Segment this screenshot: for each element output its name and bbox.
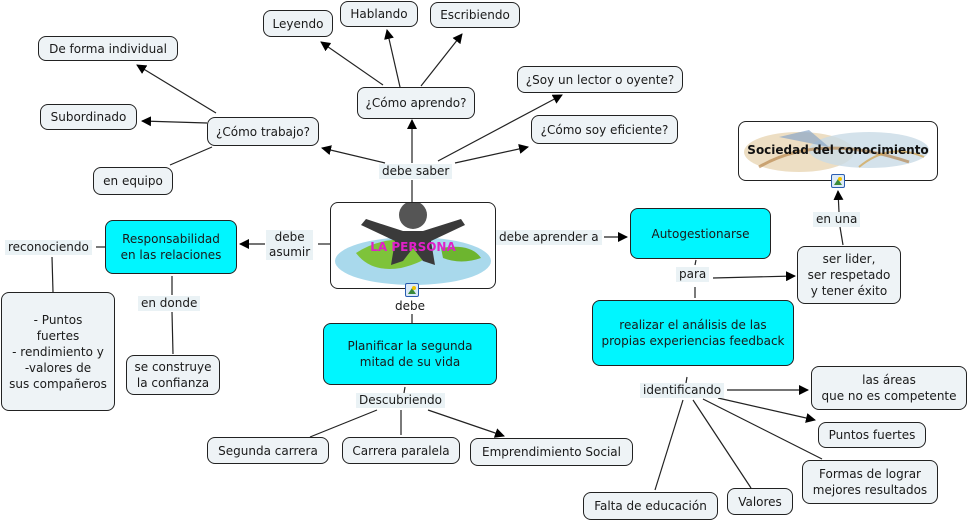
node-valores[interactable]: Valores	[727, 488, 793, 515]
edge	[309, 409, 378, 438]
node-text: realizar el análisis de las propias expe…	[601, 318, 785, 348]
edge	[702, 398, 823, 460]
link-label-debe-saber: debe saber	[379, 164, 453, 179]
sociedad-title: Sociedad del conocimiento	[747, 143, 929, 157]
node-text: Formas de lograr mejores resultados	[812, 467, 928, 497]
edge	[833, 190, 844, 213]
link-label-debe-aprender-a: debe aprender a	[496, 230, 602, 245]
node-como-trabajo[interactable]: ¿Cómo trabajo?	[207, 117, 319, 146]
edge	[171, 311, 174, 355]
link-label-debe-asumir: debe asumir	[266, 230, 314, 260]
node-falta-educacion[interactable]: Falta de educación	[583, 492, 718, 520]
node-text: ¿Soy un lector o oyente?	[525, 72, 675, 87]
node-se-construye[interactable]: se construye la confianza	[126, 355, 220, 395]
node-soy-lector[interactable]: ¿Soy un lector o oyente?	[517, 66, 683, 93]
node-text: Falta de educación	[594, 499, 707, 513]
node-de-forma-individual[interactable]: De forma individual	[38, 36, 178, 61]
node-puntos-fuertes[interactable]: Puntos fuertes	[818, 422, 926, 448]
edge	[692, 399, 752, 489]
node-text: Puntos fuertes	[828, 428, 916, 442]
node-text: Carrera paralela	[352, 443, 450, 458]
node-text: ¿Cómo aprendo?	[365, 96, 467, 110]
link-label-identificando: identificando	[640, 383, 725, 398]
node-planificar[interactable]: Planificar la segunda mitad de su vida	[323, 323, 497, 385]
node-text: ¿Cómo soy eficiente?	[540, 122, 669, 137]
la-persona-node[interactable]: LA PERSONA	[330, 202, 496, 289]
link-label-para: para	[676, 267, 710, 282]
node-leyendo[interactable]: Leyendo	[263, 10, 333, 37]
node-puntos-fuertes-list[interactable]: - Puntos fuertes - rendimiento y -valore…	[1, 292, 115, 411]
node-ser-lider[interactable]: ser lider, ser respetado y tener éxito	[797, 246, 901, 304]
node-text: ¿Cómo trabajo?	[216, 124, 310, 139]
edge	[654, 399, 684, 491]
node-text: Valores	[738, 494, 782, 509]
edge	[384, 29, 401, 88]
node-como-aprendo[interactable]: ¿Cómo aprendo?	[357, 87, 475, 119]
edge	[839, 226, 844, 246]
central-concept-title: LA PERSONA	[370, 240, 456, 254]
node-subordinado[interactable]: Subordinado	[40, 104, 137, 130]
node-en-equipo[interactable]: en equipo	[93, 167, 173, 195]
persona-globe-image	[335, 203, 491, 285]
edge	[51, 256, 54, 293]
node-como-soy-eficiente[interactable]: ¿Cómo soy eficiente?	[531, 115, 678, 144]
node-text: Segunda carrera	[218, 443, 318, 458]
image-icon[interactable]	[405, 283, 419, 297]
edge	[685, 376, 688, 384]
node-text: Responsabilidad en las relaciones	[120, 232, 222, 262]
edge	[420, 33, 463, 87]
node-responsabilidad[interactable]: Responsabilidad en las relaciones	[105, 220, 237, 274]
node-text: se construye la confianza	[134, 360, 212, 390]
edge	[712, 271, 796, 282]
sociedad-conocimiento-node[interactable]: Sociedad del conocimiento	[738, 121, 938, 181]
edge	[694, 259, 697, 266]
edge	[169, 146, 213, 166]
node-text: ser lider, ser respetado y tener éxito	[807, 252, 891, 298]
node-text: Subordinado	[50, 110, 127, 124]
edge	[427, 409, 505, 438]
node-hablando[interactable]: Hablando	[340, 1, 418, 27]
node-emprendimiento[interactable]: Emprendimiento Social	[470, 438, 633, 466]
edge	[437, 94, 563, 162]
node-text: Emprendimiento Social	[482, 445, 621, 459]
edge	[321, 145, 386, 164]
link-label-debe: debe	[395, 299, 425, 313]
node-text: - Puntos fuertes - rendimiento y -valore…	[9, 312, 107, 391]
node-text: Autogestionarse	[651, 226, 750, 241]
node-text: Planificar la segunda mitad de su vida	[347, 339, 473, 369]
node-text: De forma individual	[49, 41, 167, 56]
node-realizar-analisis[interactable]: realizar el análisis de las propias expe…	[592, 300, 794, 366]
link-label-reconociendo: reconociendo	[5, 240, 92, 255]
edge	[320, 41, 384, 86]
node-text: Escribiendo	[440, 8, 510, 22]
node-escribiendo[interactable]: Escribiendo	[430, 2, 520, 28]
node-autogestionarse[interactable]: Autogestionarse	[630, 208, 771, 259]
edge	[717, 397, 816, 423]
sociedad-artwork-image	[744, 130, 929, 172]
node-text: Leyendo	[272, 16, 324, 31]
link-label-en-una: en una	[813, 212, 861, 227]
image-icon[interactable]	[831, 174, 845, 188]
edge	[454, 144, 529, 164]
node-areas[interactable]: las áreas que no es competente	[811, 366, 967, 410]
node-text: en equipo	[103, 174, 163, 188]
edge	[403, 386, 406, 394]
link-label-descubriendo: Descubriendo	[356, 393, 445, 408]
edge	[136, 64, 217, 114]
node-formas[interactable]: Formas de lograr mejores resultados	[802, 460, 938, 504]
link-label-en-donde: en donde	[138, 296, 201, 311]
node-text: Hablando	[350, 7, 408, 21]
node-text: las áreas que no es competente	[821, 373, 957, 403]
node-carrera-paralela[interactable]: Carrera paralela	[342, 437, 460, 464]
edge	[141, 116, 208, 127]
node-segunda-carrera[interactable]: Segunda carrera	[207, 437, 329, 464]
